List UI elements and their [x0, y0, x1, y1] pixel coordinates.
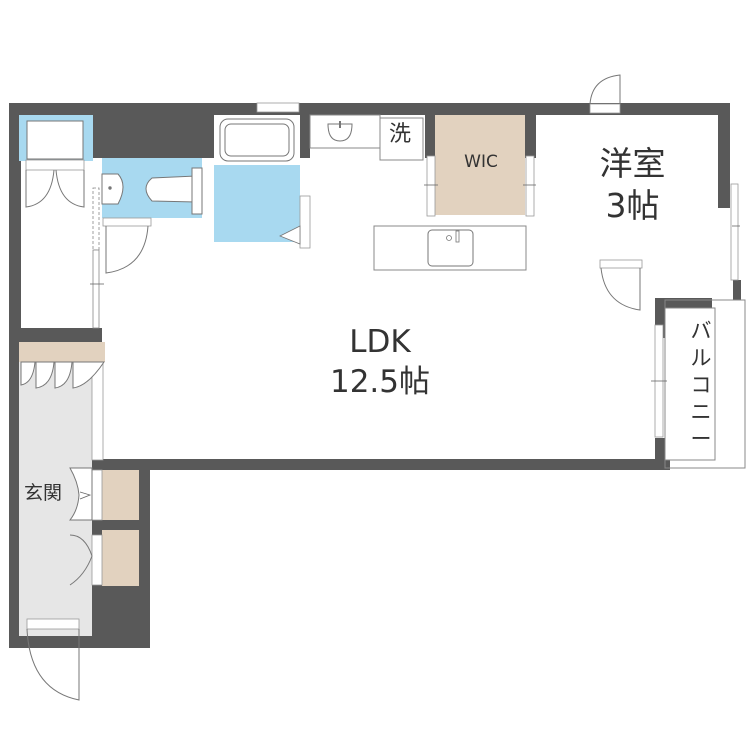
balcony-label: バルコニー: [690, 319, 712, 451]
walk-in-closet: [435, 115, 525, 215]
bathtub-icon: [219, 118, 295, 162]
entrance-shelf: [19, 342, 105, 362]
washer-label: 洗: [388, 122, 411, 147]
toilet-icon: [145, 167, 203, 215]
kitchen-sink-icon: [427, 229, 474, 267]
entry-door-swing: [26, 628, 80, 701]
shoe-closet-doors: [20, 361, 105, 389]
western-room-label: 洋室 3帖: [599, 144, 666, 225]
entrance-storage-1: [102, 470, 139, 520]
western-top-door-swing: [589, 74, 621, 105]
washbasin-icon: [327, 123, 353, 142]
bath-door-icon: [279, 225, 301, 245]
toilet-door-swing: [105, 225, 149, 274]
ldk-label: LDK 12.5帖: [329, 324, 431, 400]
hand-sink-icon: [101, 173, 124, 205]
hallway-floor: [21, 158, 103, 328]
wic-label: WIC: [464, 152, 498, 172]
entrance-storage-2: [102, 530, 139, 586]
western-room-floor: [536, 115, 718, 260]
balcony: [664, 307, 716, 461]
entrance-label: 玄関: [24, 482, 63, 504]
storage-door-swing: [25, 169, 85, 208]
western-door-swing: [600, 267, 641, 311]
washer-space: [379, 117, 424, 161]
